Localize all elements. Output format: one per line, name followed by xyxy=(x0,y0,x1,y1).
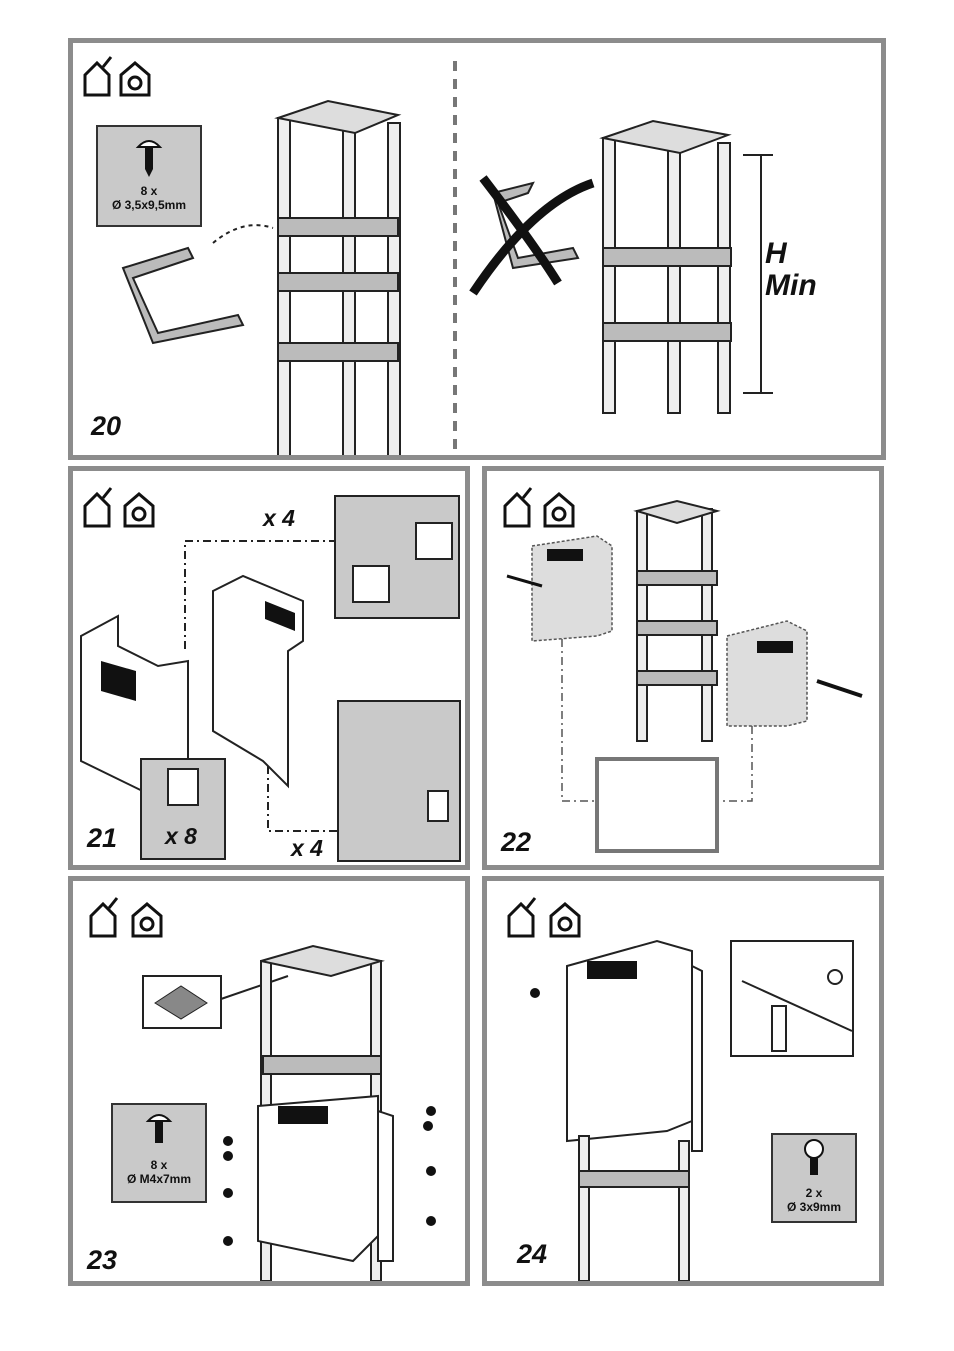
recirculation-house-icon xyxy=(549,902,581,938)
chimney-house-icon xyxy=(83,487,113,528)
step-20-illustration xyxy=(83,56,773,455)
recirculation-house-icon xyxy=(131,902,163,938)
screw-spec-box: 8 x Ø M4x7mm xyxy=(111,1103,207,1203)
step-24-illustration xyxy=(507,897,854,1281)
screw-quantity: 8 x xyxy=(150,1158,168,1172)
step-number: 20 xyxy=(91,411,122,441)
recirculation-house-icon xyxy=(123,492,155,528)
screw-size: Ø M4x7mm xyxy=(126,1172,192,1186)
screw-icon xyxy=(135,140,163,177)
screw-icon xyxy=(223,1106,436,1246)
recirculation-house-icon xyxy=(119,61,151,97)
panel-step-24: 2 x Ø 3x9mm 24 xyxy=(482,876,884,1286)
height-label: H xyxy=(765,237,787,270)
height-min-label: H Min xyxy=(765,238,817,302)
panel-step-20: 8 x Ø 3,5x9,5mm H Min 20 xyxy=(68,38,886,460)
panel-step-21: x 4 x 8 x 4 21 xyxy=(68,466,470,870)
step-23-illustration xyxy=(89,897,436,1281)
screw-spec-box: 2 x Ø 3x9mm xyxy=(771,1133,857,1223)
screw-size: Ø 3,5x9,5mm xyxy=(111,198,187,212)
screw-spec-box: 8 x Ø 3,5x9,5mm xyxy=(96,125,202,227)
screw-quantity: 8 x xyxy=(140,184,158,198)
step-number: 22 xyxy=(501,827,532,857)
min-label: Min xyxy=(765,269,817,302)
panel-step-23: 8 x Ø M4x7mm 23 xyxy=(68,876,470,1286)
step-22-illustration xyxy=(503,487,863,853)
screw-icon xyxy=(530,988,540,998)
step-number: 23 xyxy=(87,1245,118,1275)
step-number: 21 xyxy=(87,823,118,853)
step-number: 24 xyxy=(517,1239,548,1269)
chimney-house-icon xyxy=(83,56,113,97)
screw-icon xyxy=(804,1139,824,1175)
step-21-illustration xyxy=(80,487,461,862)
chimney-house-icon xyxy=(507,897,537,938)
chimney-house-icon xyxy=(503,487,533,528)
screw-quantity: 2 x xyxy=(805,1186,823,1200)
clip-quantity: x 8 xyxy=(165,823,197,849)
quantity-top: x 4 xyxy=(263,505,295,531)
recirculation-house-icon xyxy=(543,492,575,528)
quantity-bottom: x 4 xyxy=(291,835,323,861)
screw-icon xyxy=(145,1114,173,1143)
screw-size: Ø 3x9mm xyxy=(786,1200,842,1214)
panel-step-22: 22 xyxy=(482,466,884,870)
chimney-house-icon xyxy=(89,897,119,938)
